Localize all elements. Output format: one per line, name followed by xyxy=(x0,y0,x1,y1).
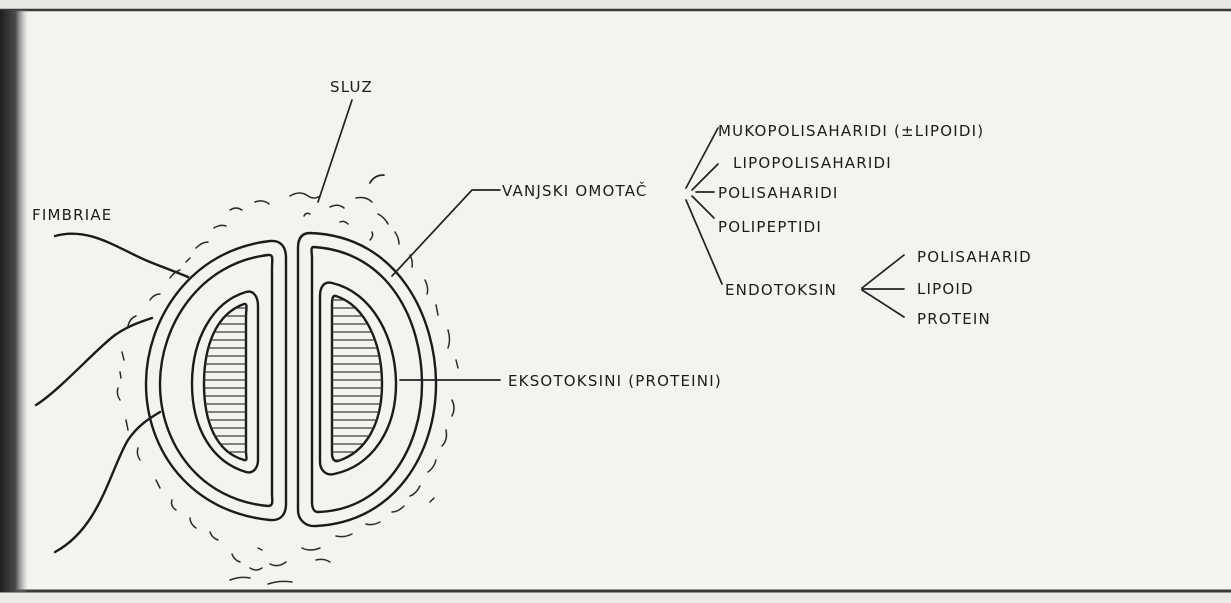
label-eksotoksini: EKSOTOKSINI (PROTEINI) xyxy=(508,372,722,390)
label-fimbriae: FIMBRIAE xyxy=(32,206,112,224)
label-mukopolisaharidi: MUKOPOLISAHARIDI (±LIPOIDI) xyxy=(718,122,984,140)
label-polisaharidi: POLISAHARIDI xyxy=(718,184,838,202)
label-lipopolisaharidi: LIPOPOLISAHARIDI xyxy=(733,154,892,172)
binding-shadow xyxy=(0,10,28,592)
label-vanjski-omotac: VANJSKI OMOTAČ xyxy=(502,181,648,200)
paper-panel xyxy=(0,10,1231,592)
label-polisaharid: POLISAHARID xyxy=(917,248,1032,266)
label-sluz: SLUZ xyxy=(330,78,373,96)
label-endotoksin: ENDOTOKSIN xyxy=(725,281,837,299)
label-lipoid: LIPOID xyxy=(917,280,974,298)
label-protein: PROTEIN xyxy=(917,310,991,328)
label-polipeptidi: POLIPEPTIDI xyxy=(718,218,822,236)
